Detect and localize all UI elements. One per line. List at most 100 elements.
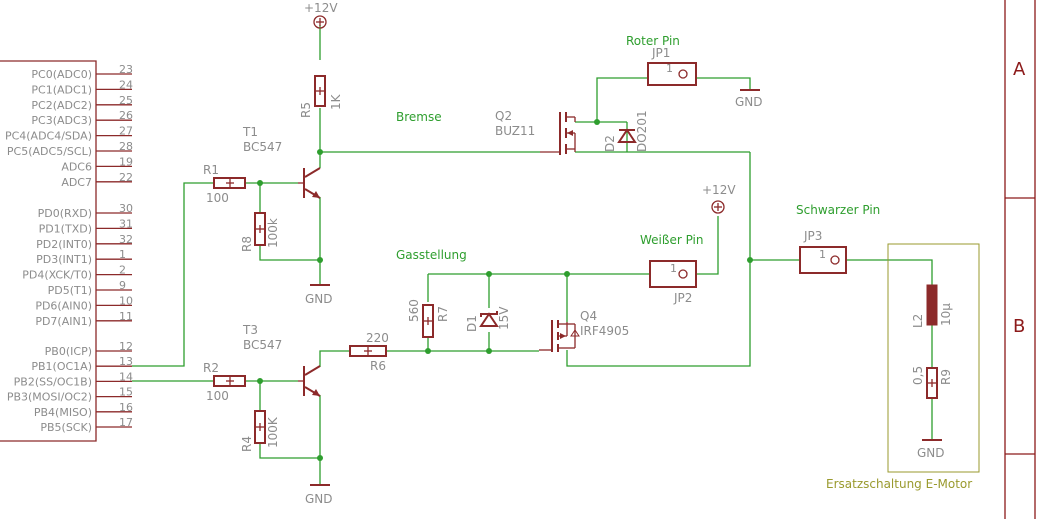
- r6-value: 220: [366, 331, 389, 345]
- resistor-r2: R2 100: [203, 361, 246, 403]
- mcu-pin-number: 24: [119, 78, 133, 91]
- mcu-pin-number: 30: [119, 202, 133, 215]
- r5-name: R5: [299, 102, 313, 118]
- mcu-pin-number: 11: [119, 310, 133, 323]
- connector-jp2: 1 JP2: [649, 260, 697, 305]
- gnd-jp1-label: GND: [735, 95, 763, 109]
- t1-name: T1: [242, 125, 258, 139]
- mcu-pin-name: ADC6: [61, 160, 92, 173]
- net-weisser-pin: Weißer Pin: [640, 233, 703, 247]
- mcu-pin-name: PD5(T1): [48, 284, 92, 297]
- mosfet-q2: Q2 BUZ11: [495, 109, 576, 155]
- gnd-t1-label: GND: [305, 292, 333, 306]
- mcu-pin-name: PC5(ADC5/SCL): [7, 145, 92, 158]
- resistor-r1: R1 100: [203, 163, 246, 205]
- resistor-r6: 220 R6: [349, 331, 389, 373]
- resistor-r5: R5 1K: [299, 75, 343, 118]
- mcu-pin-number: 19: [119, 155, 133, 168]
- wires: [132, 25, 933, 485]
- mcu-block: PC0(ADC0)23PC1(ADC1)24PC2(ADC2)25PC3(ADC…: [0, 60, 133, 442]
- mcu-pin-name: PD1(TXD): [39, 222, 92, 235]
- mcu-pin-name: ADC7: [61, 176, 92, 189]
- vcc-top-label: +12V: [304, 1, 338, 15]
- mcu-pin-number: 15: [119, 386, 133, 399]
- mcu-pin-name: PD7(AIN1): [35, 315, 92, 328]
- mcu-pin-number: 28: [119, 140, 133, 153]
- mcu-pin-number: 25: [119, 94, 133, 107]
- mcu-pin-name: PC4(ADC4/SDA): [5, 130, 92, 143]
- mcu-pin-number: 2: [119, 264, 126, 277]
- jp2-name: JP2: [673, 291, 692, 305]
- r5-value: 1K: [329, 93, 343, 110]
- r1-name: R1: [203, 163, 219, 177]
- junctions: [257, 119, 753, 461]
- r7-value: 560: [407, 299, 421, 322]
- mcu-pin-number: 1: [119, 248, 126, 261]
- mcu-pin-number: 32: [119, 233, 133, 246]
- q4-name: Q4: [580, 309, 597, 323]
- net-roter-pin: Roter Pin: [626, 34, 680, 48]
- frame-row-b: B: [1013, 316, 1025, 337]
- gnd-motor-label: GND: [917, 446, 945, 460]
- zener-d1: D1 15V: [465, 306, 511, 332]
- mcu-pin-name: PC0(ADC0): [31, 68, 92, 81]
- mcu-pin-number: 22: [119, 171, 133, 184]
- r6-name: R6: [370, 359, 386, 373]
- mcu-pin-name: PD3(INT1): [36, 253, 92, 266]
- r9-name: R9: [939, 369, 953, 385]
- r1-value: 100: [206, 191, 229, 205]
- q2-name: Q2: [495, 109, 512, 123]
- net-gasstellung: Gasstellung: [396, 248, 467, 262]
- frame-row-a: A: [1013, 59, 1026, 80]
- mcu-pin-number: 9: [119, 279, 126, 292]
- jp3-name: JP3: [803, 229, 822, 243]
- mcu-pin-number: 26: [119, 109, 133, 122]
- r4-name: R4: [240, 436, 254, 452]
- mcu-pin-number: 27: [119, 125, 133, 138]
- mcu-pin-number: 17: [119, 416, 133, 429]
- resistor-r9: 0,5 R9: [911, 366, 953, 399]
- mcu-pin-name: PD0(RXD): [38, 207, 92, 220]
- transistor-t3: T3 BC547: [242, 323, 321, 397]
- mosfet-q4: Q4 IRF4905: [539, 309, 629, 352]
- mcu-pin-number: 16: [119, 401, 133, 414]
- jp3-pin: 1: [819, 248, 826, 261]
- mcu-pin-number: 23: [119, 63, 133, 76]
- jp1-name: JP1: [651, 46, 670, 60]
- t1-value: BC547: [243, 140, 282, 154]
- mcu-pin-name: PC2(ADC2): [31, 99, 92, 112]
- d1-value: 15V: [497, 306, 511, 330]
- l2-value: 10µ: [939, 303, 953, 326]
- gnd-t3-symbol: GND: [305, 484, 333, 506]
- q2-value: BUZ11: [495, 124, 535, 138]
- q4-value: IRF4905: [580, 324, 629, 338]
- resistor-r7: 560 R7: [407, 299, 450, 338]
- l2-name: L2: [911, 314, 925, 328]
- resistor-r8: R8 100k: [240, 212, 280, 252]
- motor-box-label: Ersatzschaltung E-Motor: [826, 477, 972, 491]
- net-bremse: Bremse: [396, 110, 442, 124]
- r4-value: 100K: [266, 416, 280, 448]
- gnd-t1-symbol: GND: [305, 284, 333, 306]
- jp2-pin: 1: [670, 262, 677, 275]
- mcu-pin-name: PB3(MOSI/OC2): [7, 391, 92, 404]
- motor-equivalent-box: Ersatzschaltung E-Motor: [826, 243, 980, 491]
- resistor-r4: R4 100K: [240, 410, 280, 452]
- d2-name: D2: [603, 135, 617, 152]
- mcu-pin-number: 10: [119, 294, 133, 307]
- gnd-t3-label: GND: [305, 492, 333, 506]
- mcu-pin-name: PD6(AIN0): [35, 299, 92, 312]
- mcu-pin-number: 13: [119, 355, 133, 368]
- mcu-pin-name: PB4(MISO): [34, 406, 92, 419]
- gnd-motor-symbol: GND: [917, 439, 945, 460]
- mcu-pin-name: PC3(ADC3): [31, 114, 92, 127]
- inductor-l2: L2 10µ: [911, 284, 953, 328]
- mcu-pin-name: PB1(OC1A): [31, 360, 92, 373]
- d2-value: DO201: [635, 110, 649, 152]
- r9-value: 0,5: [911, 366, 925, 385]
- mcu-pin-name: PD2(INT0): [36, 238, 92, 251]
- mcu-pin-number: 14: [119, 370, 133, 383]
- net-labels: Roter Pin Bremse Gasstellung Weißer Pin …: [396, 34, 880, 262]
- transistor-t1: T1 BC547: [242, 125, 321, 199]
